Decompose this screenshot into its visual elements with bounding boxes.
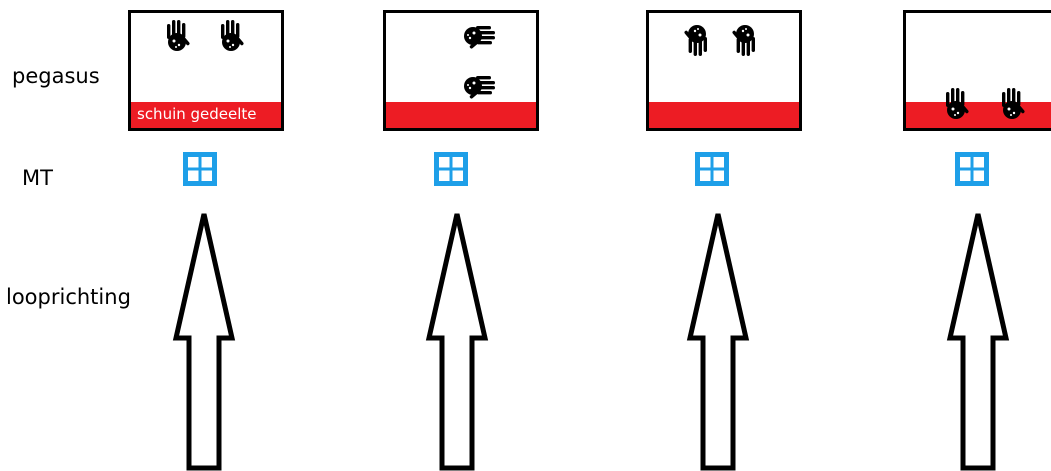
up-arrow-icon	[172, 213, 236, 471]
windows-grid-icon	[955, 152, 989, 186]
handprint-icon	[464, 76, 495, 100]
slanted-section-bar	[906, 102, 1051, 128]
slanted-section-bar	[649, 102, 799, 128]
pegasus-panel-3	[646, 10, 802, 131]
handprint-icon	[1002, 88, 1026, 119]
up-arrow-icon	[946, 213, 1010, 471]
windows-grid-icon	[183, 152, 217, 186]
handprint-icon	[683, 25, 707, 56]
pegasus-panel-4	[903, 10, 1051, 131]
pegasus-panel-1: schuin gedeelte	[128, 10, 284, 131]
slanted-section-bar: schuin gedeelte	[131, 102, 281, 128]
mt-label: MT	[22, 166, 53, 190]
pegasus-panel-2	[383, 10, 539, 131]
windows-grid-icon	[695, 152, 729, 186]
handprint-icon	[221, 20, 245, 51]
slanted-section-label: schuin gedeelte	[137, 105, 257, 123]
up-arrow-icon	[425, 213, 489, 471]
handprint-icon	[464, 26, 495, 50]
handprint-icon	[731, 25, 755, 56]
slanted-section-bar	[386, 102, 536, 128]
up-arrow-icon	[686, 213, 750, 471]
pegasus-label: pegasus	[12, 64, 100, 88]
windows-grid-icon	[434, 152, 468, 186]
handprint-icon	[167, 20, 191, 51]
walking-direction-label: looprichting	[6, 285, 131, 309]
handprint-icon	[946, 88, 970, 119]
